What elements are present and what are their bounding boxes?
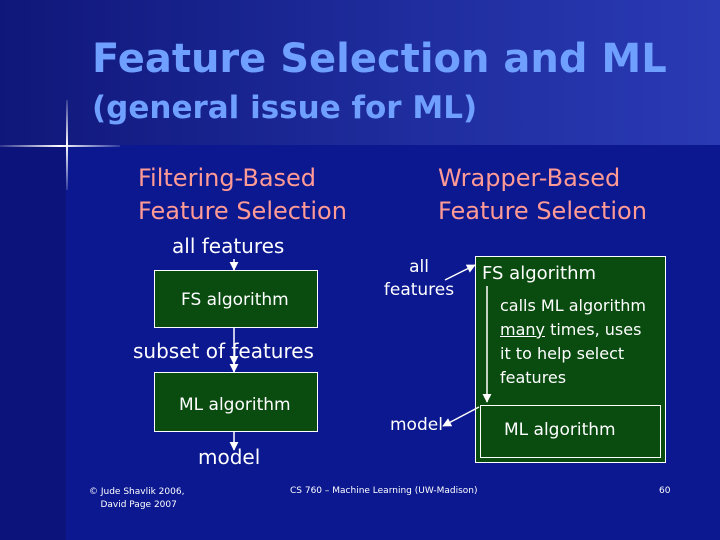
footer-course: CS 760 – Machine Learning (UW-Madison)	[290, 486, 478, 496]
title-band	[0, 0, 720, 145]
wrapper-calls-text: calls ML algorithm	[500, 296, 646, 315]
wrapper-heading: Wrapper-Based Feature Selection	[438, 164, 647, 225]
arrow-ml-to-wrapper-model	[442, 406, 480, 427]
left-margin-band	[0, 145, 66, 540]
arrow-wrapper-features-to-fs	[444, 264, 476, 281]
wrapper-all-features: all features	[383, 257, 455, 300]
footer-page-number: 60	[659, 486, 671, 496]
sparkle-horizontal	[0, 145, 120, 147]
slide-title: Feature Selection and ML	[92, 36, 667, 82]
wrapper-ml-algorithm-label: ML algorithm	[504, 420, 616, 440]
wrapper-fs-description: calls ML algorithm many times, uses it t…	[500, 294, 646, 390]
filtering-subset-of-features: subset of features	[133, 339, 314, 363]
filtering-fs-algorithm-label: FS algorithm	[181, 290, 289, 310]
wrapper-model: model	[390, 415, 443, 435]
footer-copyright: © Jude Shavlik 2006, David Page 2007	[89, 487, 185, 510]
slide-subtitle: (general issue for ML)	[92, 90, 478, 126]
wrapper-times-text: times, uses it to help select features	[500, 320, 642, 387]
wrapper-many-emphasis: many	[500, 320, 545, 339]
filtering-ml-algorithm-label: ML algorithm	[179, 395, 291, 415]
wrapper-ml-algorithm-box: ML algorithm	[480, 405, 661, 458]
wrapper-fs-algorithm-box: FS algorithm calls ML algorithm many tim…	[475, 256, 666, 463]
wrapper-fs-algorithm-title: FS algorithm	[482, 263, 597, 284]
filtering-fs-algorithm-box: FS algorithm	[154, 270, 318, 328]
filtering-heading: Filtering-Based Feature Selection	[138, 164, 347, 225]
filtering-all-features: all features	[172, 234, 285, 258]
filtering-ml-algorithm-box: ML algorithm	[154, 372, 318, 432]
sparkle-vertical	[66, 100, 68, 190]
filtering-model: model	[198, 445, 261, 469]
